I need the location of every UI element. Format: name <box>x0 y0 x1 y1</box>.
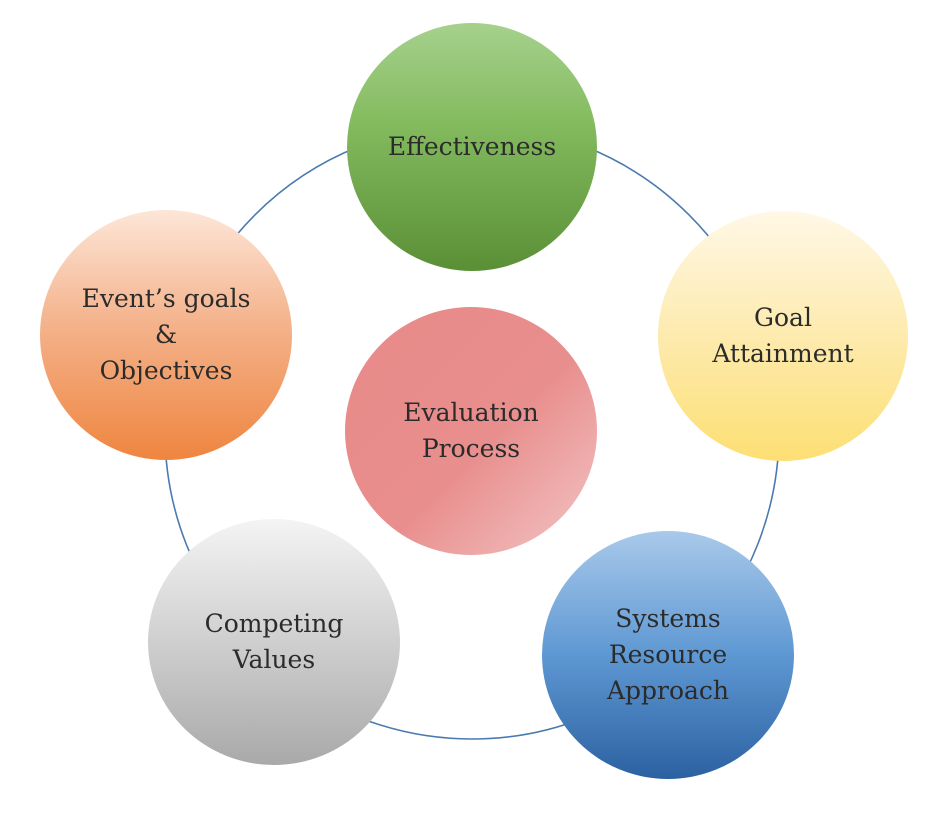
goal-attainment-node: Goal Attainment <box>658 211 908 461</box>
systems-resource-line-3: Approach <box>606 676 730 705</box>
evaluation-process-node: Evaluation Process <box>345 307 597 555</box>
effectiveness-label: Effectiveness <box>388 129 556 165</box>
events-goals-line-3: Objectives <box>99 356 233 385</box>
competing-values-line-1: Competing <box>204 609 344 638</box>
goal-attainment-line-2: Attainment <box>712 339 854 368</box>
evaluation-process-label: Evaluation Process <box>403 395 538 467</box>
systems-resource-label: Systems Resource Approach <box>607 601 729 709</box>
goal-attainment-label: Goal Attainment <box>712 300 853 372</box>
events-goals-line-2: & <box>154 320 178 349</box>
systems-resource-line-2: Resource <box>608 640 728 669</box>
evaluation-process-line-1: Evaluation <box>403 398 539 427</box>
events-goals-label: Event’s goals & Objectives <box>82 281 251 389</box>
events-goals-line-1: Event’s goals <box>81 284 251 313</box>
systems-resource-node: Systems Resource Approach <box>542 531 794 779</box>
evaluation-process-line-2: Process <box>421 434 521 463</box>
events-goals-node: Event’s goals & Objectives <box>40 210 292 460</box>
competing-values-line-2: Values <box>232 645 316 674</box>
systems-resource-line-1: Systems <box>615 604 721 633</box>
effectiveness-line-1: Effectiveness <box>387 132 557 161</box>
effectiveness-node: Effectiveness <box>347 23 597 271</box>
competing-values-label: Competing Values <box>205 606 344 678</box>
competing-values-node: Competing Values <box>148 519 400 765</box>
goal-attainment-line-1: Goal <box>754 303 812 332</box>
